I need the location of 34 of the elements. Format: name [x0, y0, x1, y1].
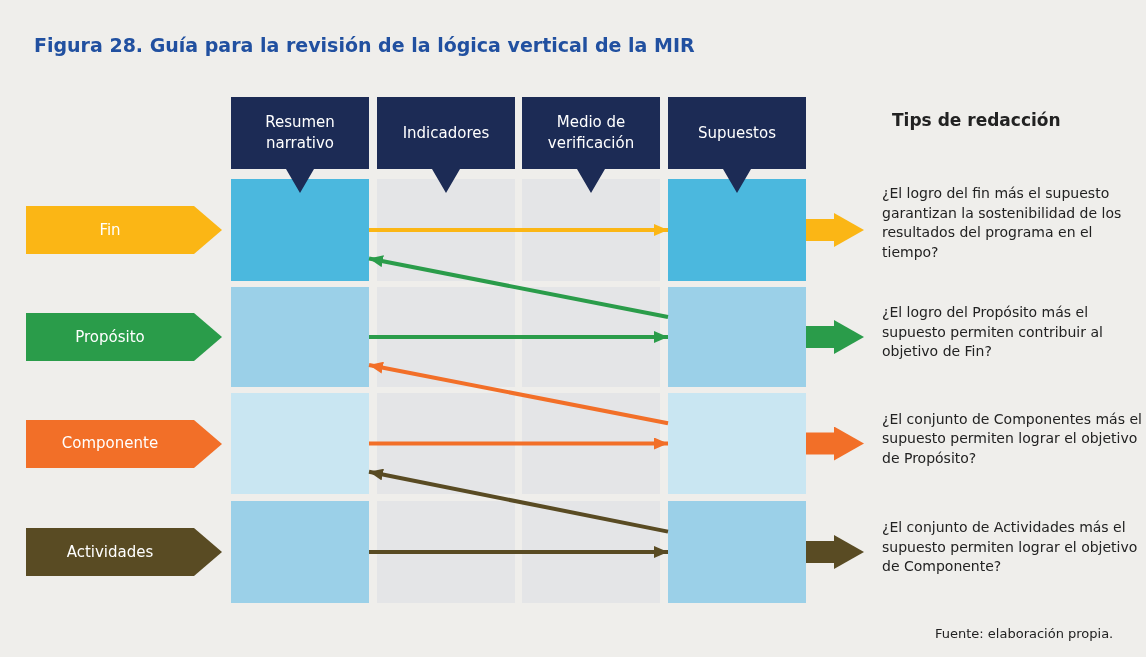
- question-text: ¿El conjunto de Actividades más el supuesto permiten lograr el objetivo de Componente?: [882, 518, 1144, 586]
- matrix-cell: [668, 501, 806, 603]
- arrow: [369, 437, 668, 450]
- matrix-cell: [231, 179, 369, 281]
- arrow: [368, 361, 669, 426]
- matrix-cell: [231, 287, 369, 387]
- level-chevron: Actividades: [26, 528, 222, 576]
- figure-title: Figura 28. Guía para la revisión de la lógica vertical de la MIR: [34, 34, 695, 56]
- arrow: [368, 468, 669, 534]
- question-text: ¿El conjunto de Componentes más el supuesto permiten lograr el objetivo de Propósito?: [882, 409, 1144, 478]
- level-chevron: Fin: [26, 206, 222, 254]
- question-text: ¿El logro del Propósito más el supuesto permiten contribuir al objetivo de Fin?: [882, 303, 1144, 371]
- matrix-cell: [668, 287, 806, 387]
- arrow: [368, 255, 669, 319]
- column-header: Indicadores: [377, 97, 515, 193]
- matrix-cell: [231, 501, 369, 603]
- level-chevron: Propósito: [26, 313, 222, 361]
- block-arrow: [806, 535, 864, 569]
- question-text: ¿El logro del fin más el supuesto garantizan la sostenibilidad de los resultados del programa en el tiempo?: [882, 184, 1144, 276]
- block-arrow: [806, 213, 864, 247]
- arrow: [369, 546, 668, 558]
- column-header: Resumen narrativo: [231, 97, 369, 193]
- source-note: Fuente: elaboración propia.: [935, 626, 1114, 641]
- block-arrow: [806, 320, 864, 354]
- section-heading: Tips de redacción: [892, 110, 1061, 130]
- level-chevron: Componente: [26, 419, 222, 468]
- column-header: Supuestos: [668, 97, 806, 193]
- arrow: [369, 331, 668, 343]
- arrow: [369, 224, 668, 236]
- column-header: Medio de verificación: [522, 97, 660, 193]
- matrix-cell: [231, 393, 369, 494]
- block-arrow: [806, 426, 864, 461]
- matrix-cell: [668, 179, 806, 281]
- matrix-cell: [668, 393, 806, 494]
